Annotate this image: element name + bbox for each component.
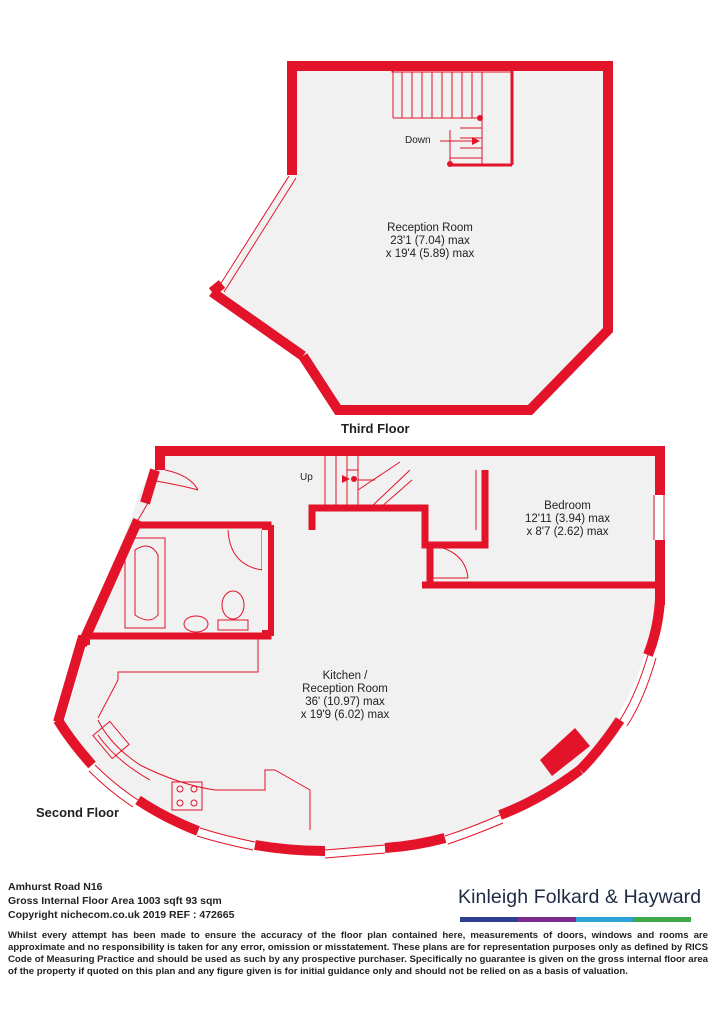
sink-fixture [183,615,209,633]
third-floor-window [217,175,290,289]
bedroom-name: Bedroom [544,500,591,512]
kitchen-sink [92,720,130,760]
kitchen-dim-2: x 19'9 (6.02) max [300,709,390,721]
bedroom-dim-1: 12'11 (3.94) max [524,513,611,525]
bedroom-label: Bedroom 12'11 (3.94) max x 8'7 (2.62) ma… [505,500,630,539]
up-arrow-icon [342,475,350,483]
up-stairs-label: Up [300,472,313,483]
disclaimer-text: Whilst every attempt has been made to en… [8,930,708,977]
second-floor-label: Second Floor [36,805,120,820]
brand-bar-segment [517,917,576,922]
brand-bar-segment [575,917,634,922]
bedroom-dim-2: x 8'7 (2.62) max [526,526,609,538]
kitchen-name-2: Reception Room [302,683,388,695]
brand-bar-segment [633,917,691,922]
kitchen-label: Kitchen / Reception Room 36' (10.97) max… [275,670,415,722]
down-stairs-label: Down [405,135,431,146]
third-floor-label: Third Floor [341,421,410,436]
second-floor-stairs [324,455,413,509]
second-floor-curved-wall [643,599,665,657]
room-dim-2: x 19'4 (5.89) max [385,248,475,260]
second-floor-fill [65,455,655,850]
bath-fixture [124,537,166,629]
down-arrow-icon [472,137,480,145]
third-floor-stairs [391,69,514,167]
hob-icon [171,781,203,811]
second-floor-top-wall [155,446,665,495]
floor-area-text: Gross Internal Floor Area 1003 sqft 93 s… [8,895,222,907]
room-dim-1: 23'1 (7.04) max [390,235,470,247]
third-floor-room-fill [215,70,604,407]
second-floor-plan [53,446,665,859]
brand-bar-segment [460,917,518,922]
kitchen-name-1: Kitchen / [322,670,368,682]
copyright-text: Copyright nichecom.co.uk 2019 REF : 4726… [8,909,235,921]
brand-logo-text: Kinleigh Folkard & Hayward [458,886,702,908]
toilet-fixture [217,619,249,631]
kitchen-dim-1: 36' (10.97) max [305,696,385,708]
third-floor-wall-left-short [209,287,306,361]
property-info: Amhurst Road N16 Gross Internal Floor Ar… [8,880,234,922]
room-name: Reception Room [387,222,473,234]
third-floor-room-label: Reception Room 23'1 (7.04) max x 19'4 (5… [360,222,500,261]
brand-color-bar [460,917,691,922]
kitchen-counter [97,635,259,719]
address-text: Amhurst Road N16 [8,881,103,893]
third-floor-wall [287,61,613,415]
third-floor-plan [208,61,613,415]
